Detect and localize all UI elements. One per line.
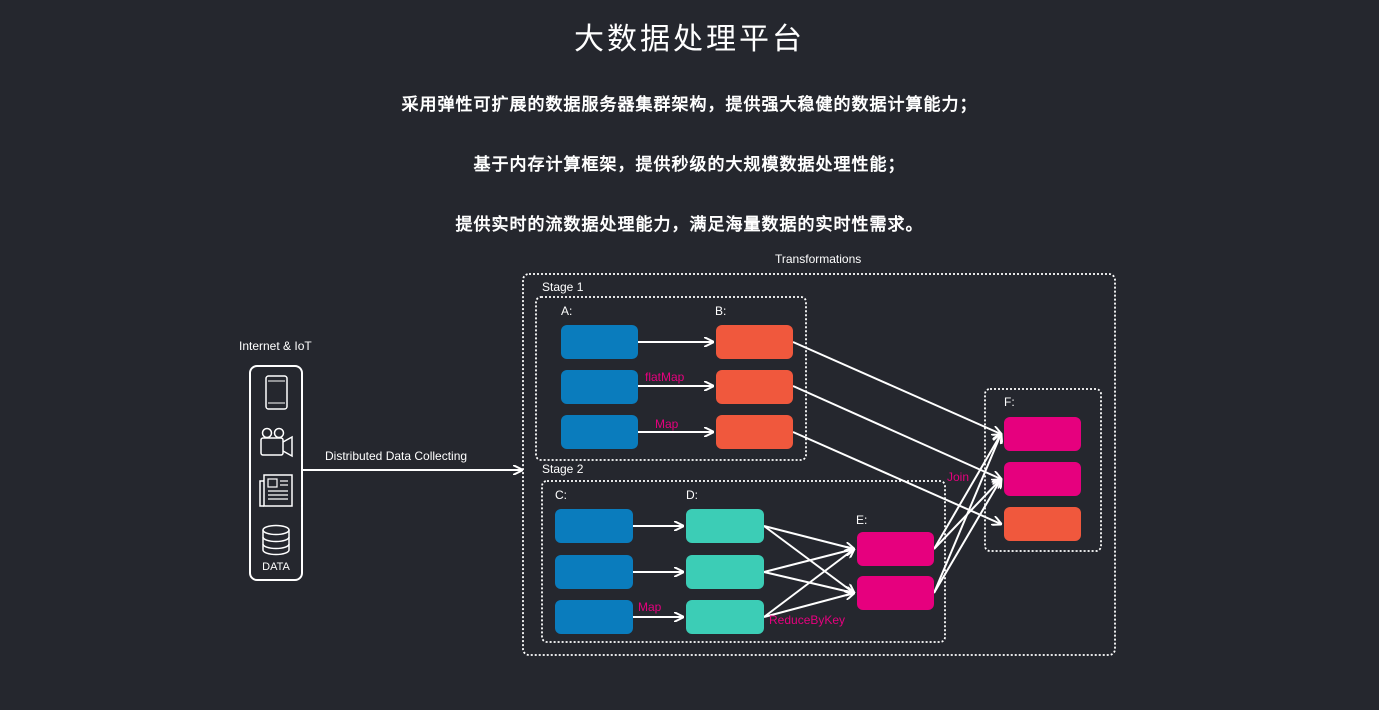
partition-c1 — [555, 509, 633, 543]
partition-b2 — [716, 370, 793, 404]
transformations-label: Transformations — [775, 252, 861, 266]
partition-d3 — [686, 600, 764, 634]
arrow-b2-f2 — [792, 385, 1001, 479]
op-map-stage2: Map — [638, 600, 662, 614]
stage1-label: Stage 1 — [542, 280, 584, 294]
partition-a2 — [561, 370, 638, 404]
feature-line-2: 基于内存计算框架，提供秒级的大规模数据处理性能； — [473, 155, 906, 175]
partition-f1 — [1004, 417, 1081, 451]
rdd-e — [857, 532, 934, 610]
f-box — [984, 388, 1102, 552]
rdd-c-label: C: — [555, 488, 567, 502]
arrow-d3-e1 — [763, 549, 854, 618]
feature-line-1: 采用弹性可扩展的数据服务器集群架构，提供强大稳健的数据计算能力； — [401, 95, 978, 115]
partition-a3 — [561, 415, 638, 449]
partition-a1 — [561, 325, 638, 359]
arrow-d2-e1 — [763, 549, 854, 573]
partition-e1 — [857, 532, 934, 566]
rdd-e-label: E: — [856, 513, 867, 527]
rdd-c — [555, 509, 633, 634]
partition-d2 — [686, 555, 764, 589]
partition-c3 — [555, 600, 633, 634]
arrow-e2-f2 — [933, 479, 1001, 594]
op-map-stage1: Map — [655, 417, 679, 431]
feature-line-3: 提供实时的流数据处理能力，满足海量数据的实时性需求。 — [455, 215, 924, 235]
data-label: DATA — [262, 561, 290, 573]
source-label: Internet & IoT — [239, 339, 312, 353]
op-reducebykey: ReduceByKey — [769, 613, 845, 627]
rdd-a-label: A: — [561, 304, 572, 318]
partition-b3 — [716, 415, 793, 449]
arrow-b1-f1 — [792, 341, 1001, 434]
rdd-b — [716, 325, 793, 449]
partition-e2 — [857, 576, 934, 610]
stage2-label: Stage 2 — [542, 462, 584, 476]
page-title: 大数据处理平台 — [574, 22, 805, 57]
collect-label: Distributed Data Collecting — [325, 449, 467, 463]
arrow-e1-f1 — [933, 434, 1001, 550]
rdd-b-label: B: — [715, 304, 726, 318]
rdd-a — [561, 325, 638, 449]
rdd-f-label: F: — [1004, 395, 1015, 409]
partition-f3 — [1004, 507, 1081, 541]
transformations-box — [522, 273, 1116, 656]
partition-d1 — [686, 509, 764, 543]
partition-c2 — [555, 555, 633, 589]
camera-icon — [260, 427, 293, 458]
arrow-b3-f3 — [792, 431, 1001, 524]
stage1-box — [535, 296, 807, 461]
stage2-box — [541, 480, 946, 643]
arrow-d1-e1 — [763, 525, 854, 549]
phone-icon — [265, 375, 288, 410]
rdd-d-label: D: — [686, 488, 698, 502]
newspaper-icon — [259, 474, 293, 507]
source-panel — [249, 365, 303, 581]
partition-f2 — [1004, 462, 1081, 496]
arrow-d3-e2 — [763, 593, 854, 618]
op-flatmap: flatMap — [645, 370, 685, 384]
op-join: Join — [947, 470, 969, 484]
rdd-f — [1004, 417, 1081, 541]
arrow-e2-f1 — [933, 434, 1001, 594]
database-icon — [262, 524, 290, 556]
rdd-d — [686, 509, 764, 634]
partition-b1 — [716, 325, 793, 359]
